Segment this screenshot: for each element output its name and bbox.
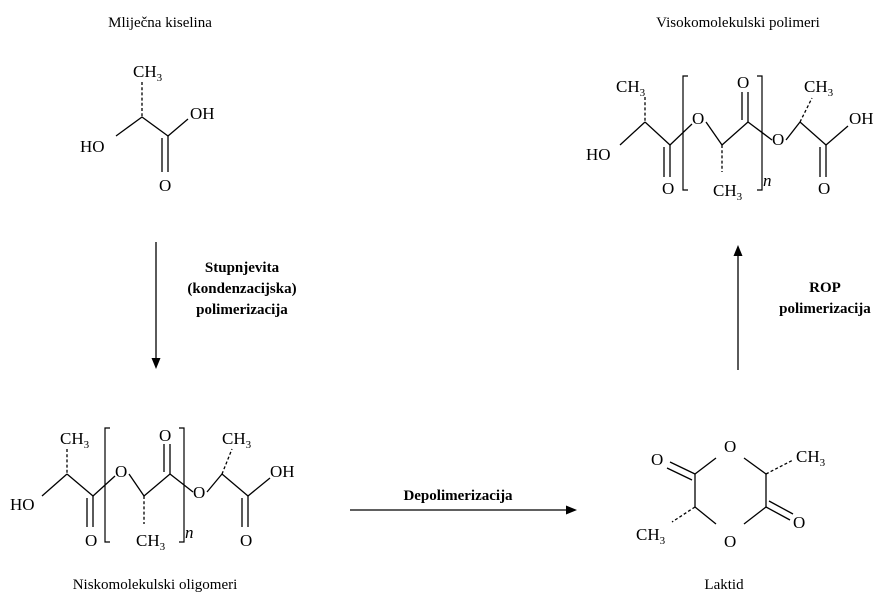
oligomer-structure: CH3 HO O O CH3 O n O CH3 OH O xyxy=(10,426,295,553)
o-label: O xyxy=(159,176,171,195)
ch3-label: CH3 xyxy=(136,531,166,553)
o-label: O xyxy=(159,426,171,445)
o-label: O xyxy=(793,513,805,532)
ch3-label: CH3 xyxy=(60,429,90,451)
rop-label-2: polimerizacija xyxy=(779,301,871,317)
ch3-label: CH3 xyxy=(796,447,826,469)
title-oligomers: Niskomolekulski oligomeri xyxy=(73,577,238,593)
o-label: O xyxy=(737,73,749,92)
o-label: O xyxy=(662,179,674,198)
lactic-acid-structure: CH3 HO OH O xyxy=(80,62,215,195)
o-label: O xyxy=(240,531,252,550)
n-label: n xyxy=(185,523,194,542)
title-lactide: Laktid xyxy=(704,577,744,593)
ho-label: HO xyxy=(80,137,105,156)
arrow-rop-polymerization: ROP polimerizacija xyxy=(733,245,871,370)
o-label: O xyxy=(651,450,663,469)
ch3-label: CH3 xyxy=(616,77,646,99)
step-label-1: Stupnjevita xyxy=(205,260,280,276)
high-polymer-structure: CH3 HO O O CH3 O n O CH3 OH O xyxy=(586,73,874,203)
n-label: n xyxy=(763,171,772,190)
right-bracket xyxy=(757,75,763,191)
depoly-label: Depolimerizacija xyxy=(403,488,513,504)
o-label: O xyxy=(193,483,205,502)
o-label: O xyxy=(724,532,736,551)
o-label: O xyxy=(772,130,784,149)
step-label-3: polimerizacija xyxy=(196,302,288,318)
oh-label: OH xyxy=(270,462,295,481)
left-bracket xyxy=(682,75,688,191)
o-label: O xyxy=(85,531,97,550)
ch3-label: CH3 xyxy=(713,181,743,203)
oh-label: OH xyxy=(190,104,215,123)
ch3-label: CH3 xyxy=(636,525,666,547)
ch3-label: CH3 xyxy=(804,77,834,99)
o-label: O xyxy=(818,179,830,198)
o-label: O xyxy=(115,462,127,481)
arrow-depolymerization: Depolimerizacija xyxy=(350,488,577,515)
lactide-structure: O O O O CH3 CH3 xyxy=(636,437,826,551)
step-label-2: (kondenzacijska) xyxy=(187,281,296,297)
ch3-label: CH3 xyxy=(133,62,163,84)
title-lactic-acid: Mliječna kiselina xyxy=(108,15,212,31)
arrow-step-polymerization: Stupnjevita (kondenzacijska) polimerizac… xyxy=(151,242,297,369)
o-label: O xyxy=(724,437,736,456)
ch3-label: CH3 xyxy=(222,429,252,451)
ho-label: HO xyxy=(10,495,35,514)
ho-label: HO xyxy=(586,145,611,164)
title-high-polymer: Visokomolekulski polimeri xyxy=(656,15,820,31)
rop-label-1: ROP xyxy=(809,280,841,296)
oh-label: OH xyxy=(849,109,874,128)
o-label: O xyxy=(692,109,704,128)
